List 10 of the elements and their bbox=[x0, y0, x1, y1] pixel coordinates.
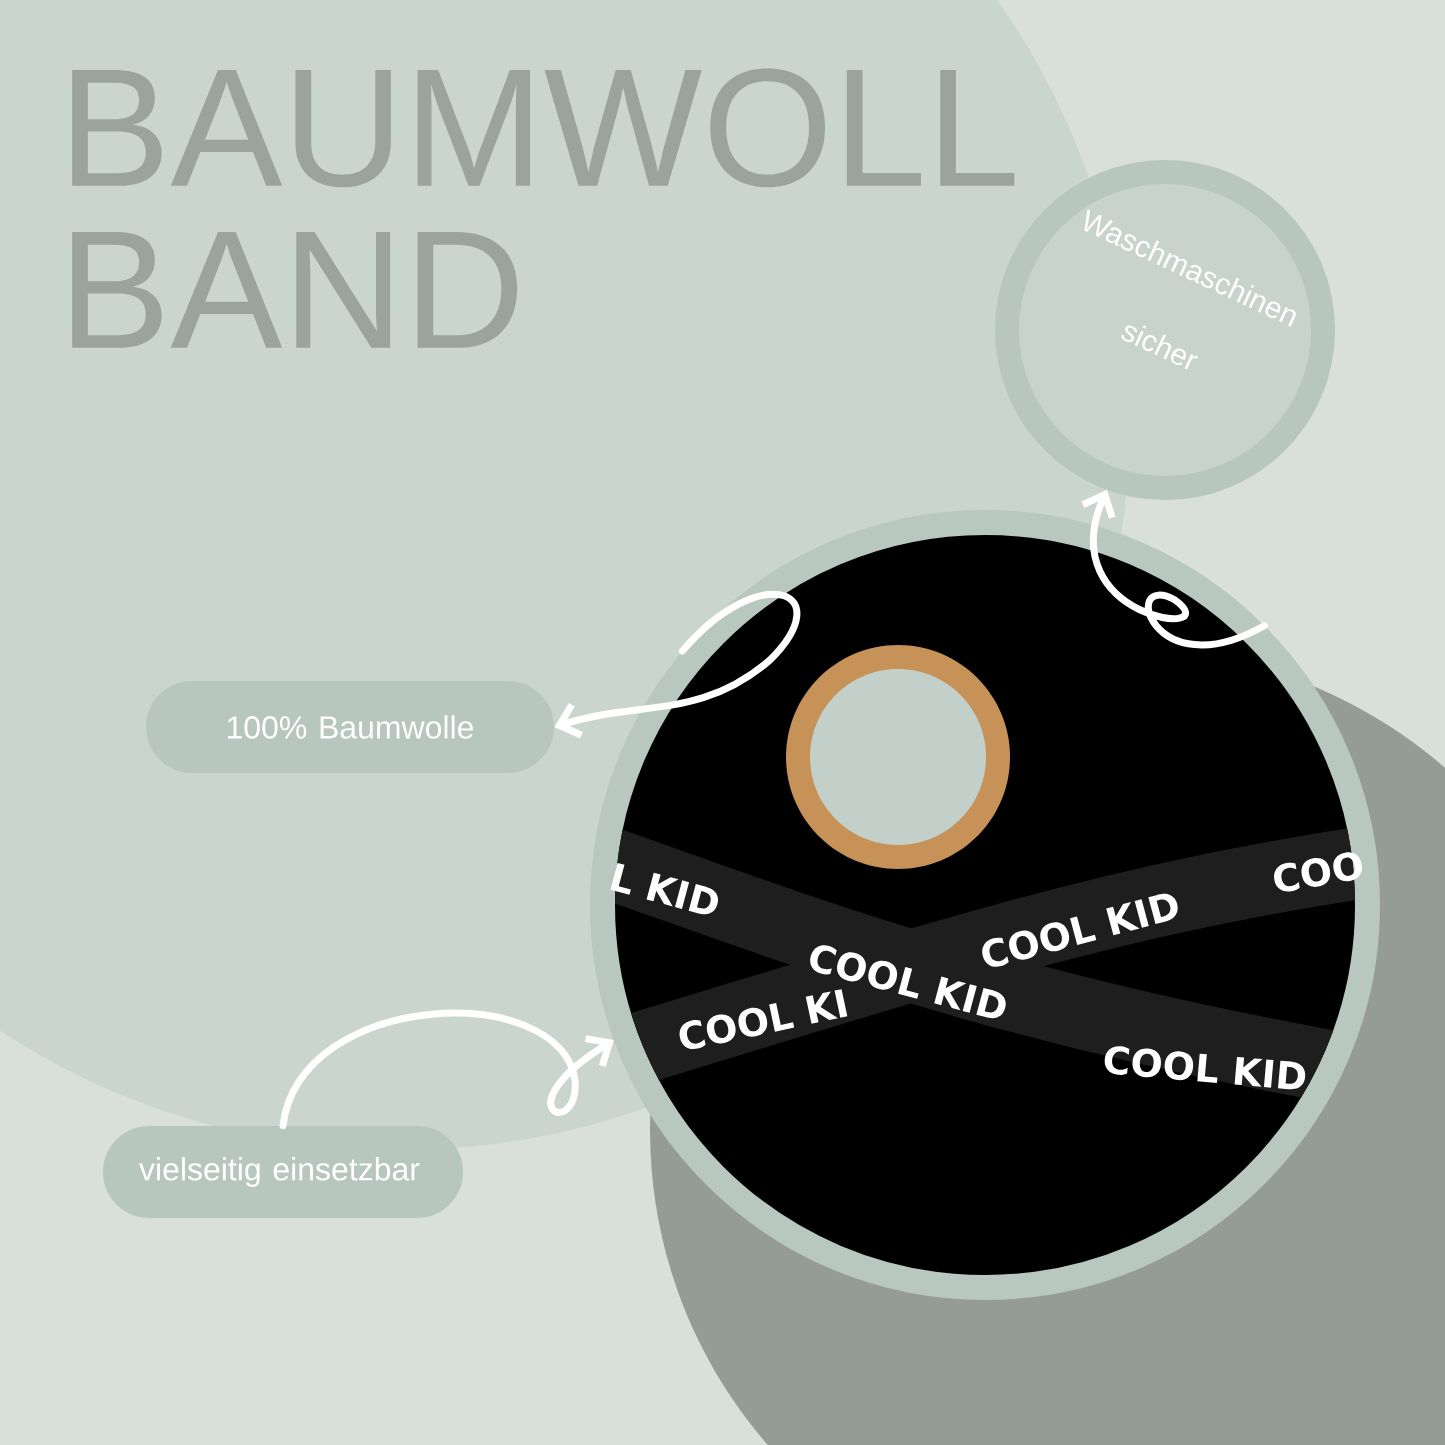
ribbon-print: COOL KID bbox=[1104, 1046, 1306, 1090]
curly-arrow bbox=[554, 590, 801, 739]
curly-arrow bbox=[279, 1009, 614, 1130]
curly-arrow bbox=[1081, 489, 1268, 649]
label-pill: 100% Baumwolle bbox=[146, 681, 554, 773]
ribbon-print: L KID bbox=[610, 862, 719, 915]
ribbon-roll-drawing bbox=[590, 510, 1380, 1300]
label-pill: vielseitig einsetzbar bbox=[103, 1126, 463, 1218]
ribbon-print: COOL KID bbox=[982, 893, 1178, 967]
ribbon-print: COO bbox=[1274, 852, 1362, 892]
